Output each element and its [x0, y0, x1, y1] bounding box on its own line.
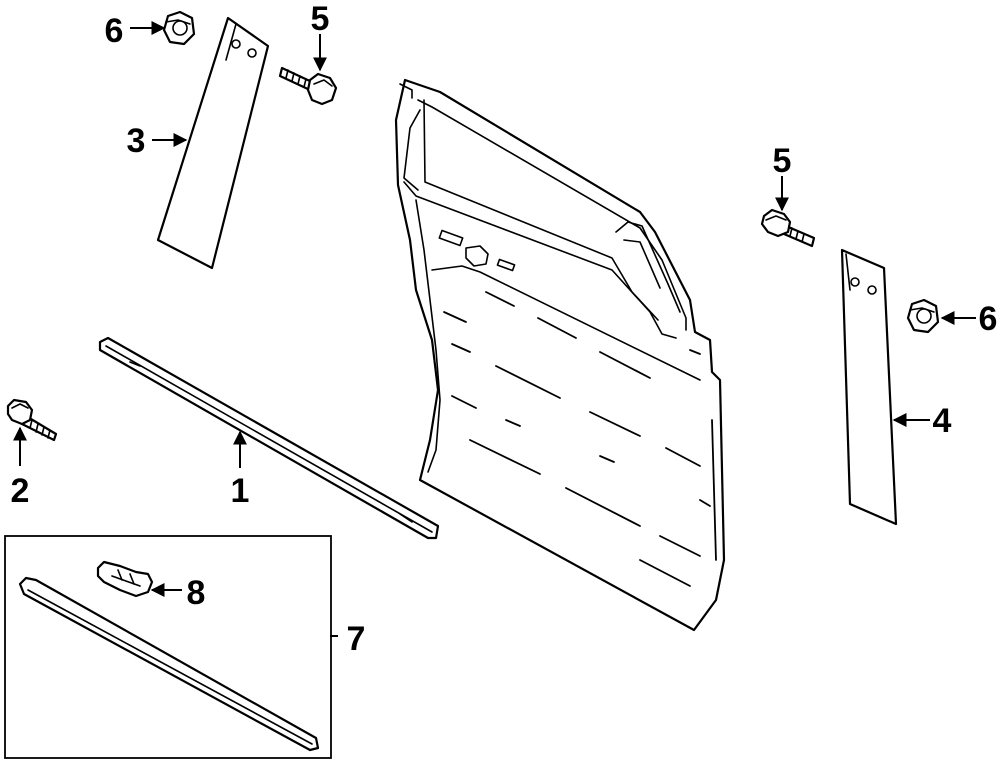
bolt-2 [6, 398, 58, 442]
moulding-kit-box [4, 535, 332, 759]
callout-3: 3 [127, 122, 146, 160]
callout-8: 8 [187, 574, 206, 612]
callout-1: 1 [231, 472, 250, 510]
nut-6-right [906, 298, 940, 334]
callout-5-top: 5 [311, 0, 330, 38]
callout-7: 7 [347, 620, 366, 658]
pillar-applique-rear [840, 248, 898, 526]
belt-weatherstrip [98, 336, 440, 540]
nut-6-top [162, 10, 196, 46]
callout-6-top: 6 [105, 12, 124, 50]
callout-5-right: 5 [773, 142, 792, 180]
bolt-5-top [278, 66, 338, 106]
callout-4: 4 [933, 402, 952, 440]
moulding-clip [96, 560, 154, 598]
callout-6-right: 6 [979, 300, 998, 338]
door-shell [394, 78, 726, 632]
callout-2: 2 [11, 472, 30, 510]
bolt-5-right [760, 208, 816, 248]
pillar-applique-front [156, 16, 270, 270]
